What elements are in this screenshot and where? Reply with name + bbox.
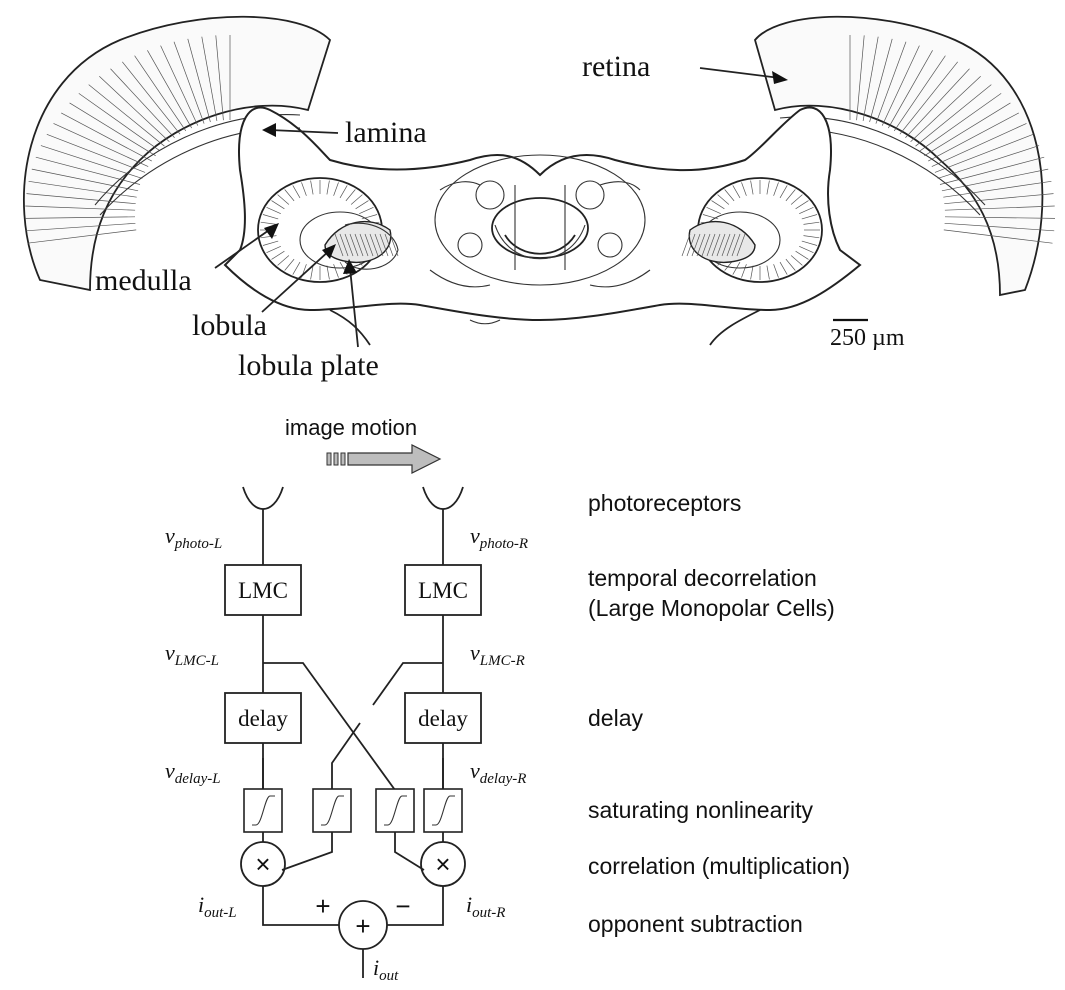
lmc-left-label: LMC — [238, 578, 288, 603]
nonlinearity-boxes — [244, 789, 462, 832]
stage-large-monopolar-cells: (Large Monopolar Cells) — [588, 595, 835, 621]
photoreceptor-left — [243, 487, 283, 509]
stage-correlation: correlation (multiplication) — [588, 853, 850, 879]
cross-wire-right-to-left-lower — [332, 723, 360, 789]
label-retina: retina — [582, 50, 650, 83]
signal-v-LMC-L: vLMC-L — [165, 640, 219, 669]
minus-sign: − — [395, 891, 410, 921]
signal-i-out: iout — [373, 955, 399, 984]
summation-symbol: + — [355, 911, 370, 941]
stage-temporal-decorrelation: temporal decorrelation — [588, 565, 817, 591]
multiplier-left-symbol: × — [255, 849, 270, 879]
motion-detector-circuit: image motion LMC LMC delay delay — [165, 415, 850, 984]
multiplier-right-symbol: × — [435, 849, 450, 879]
central-brain — [225, 108, 860, 346]
photoreceptor-right — [423, 487, 463, 509]
signal-v-LMC-R: vLMC-R — [470, 640, 525, 669]
signal-v-delay-L: vdelay-L — [165, 758, 221, 787]
label-lamina: lamina — [345, 116, 427, 149]
delay-right-label: delay — [418, 706, 468, 731]
stage-labels: photoreceptors temporal decorrelation (L… — [588, 490, 850, 937]
signal-i-out-L: iout-L — [198, 892, 237, 921]
signal-i-out-R: iout-R — [466, 892, 505, 921]
label-lobula: lobula — [192, 309, 267, 342]
label-lobula-plate: lobula plate — [238, 349, 379, 382]
fly-brain-anatomy: retina lamina medulla lobula lobula plat… — [24, 17, 1055, 382]
label-scale-bar: 250 µm — [830, 325, 905, 351]
stage-delay: delay — [588, 705, 643, 731]
plus-sign: + — [315, 891, 330, 921]
signal-v-delay-R: vdelay-R — [470, 758, 526, 787]
signal-v-photo-R: vphoto-R — [470, 523, 528, 552]
stage-saturating-nonlinearity: saturating nonlinearity — [588, 797, 814, 823]
stage-photoreceptors: photoreceptors — [588, 490, 741, 516]
lmc-right-label: LMC — [418, 578, 468, 603]
image-motion-arrow — [327, 445, 440, 473]
delay-left-label: delay — [238, 706, 288, 731]
label-image-motion: image motion — [285, 415, 417, 440]
label-medulla: medulla — [95, 264, 192, 297]
stage-opponent-subtraction: opponent subtraction — [588, 911, 803, 937]
signal-v-photo-L: vphoto-L — [165, 523, 222, 552]
